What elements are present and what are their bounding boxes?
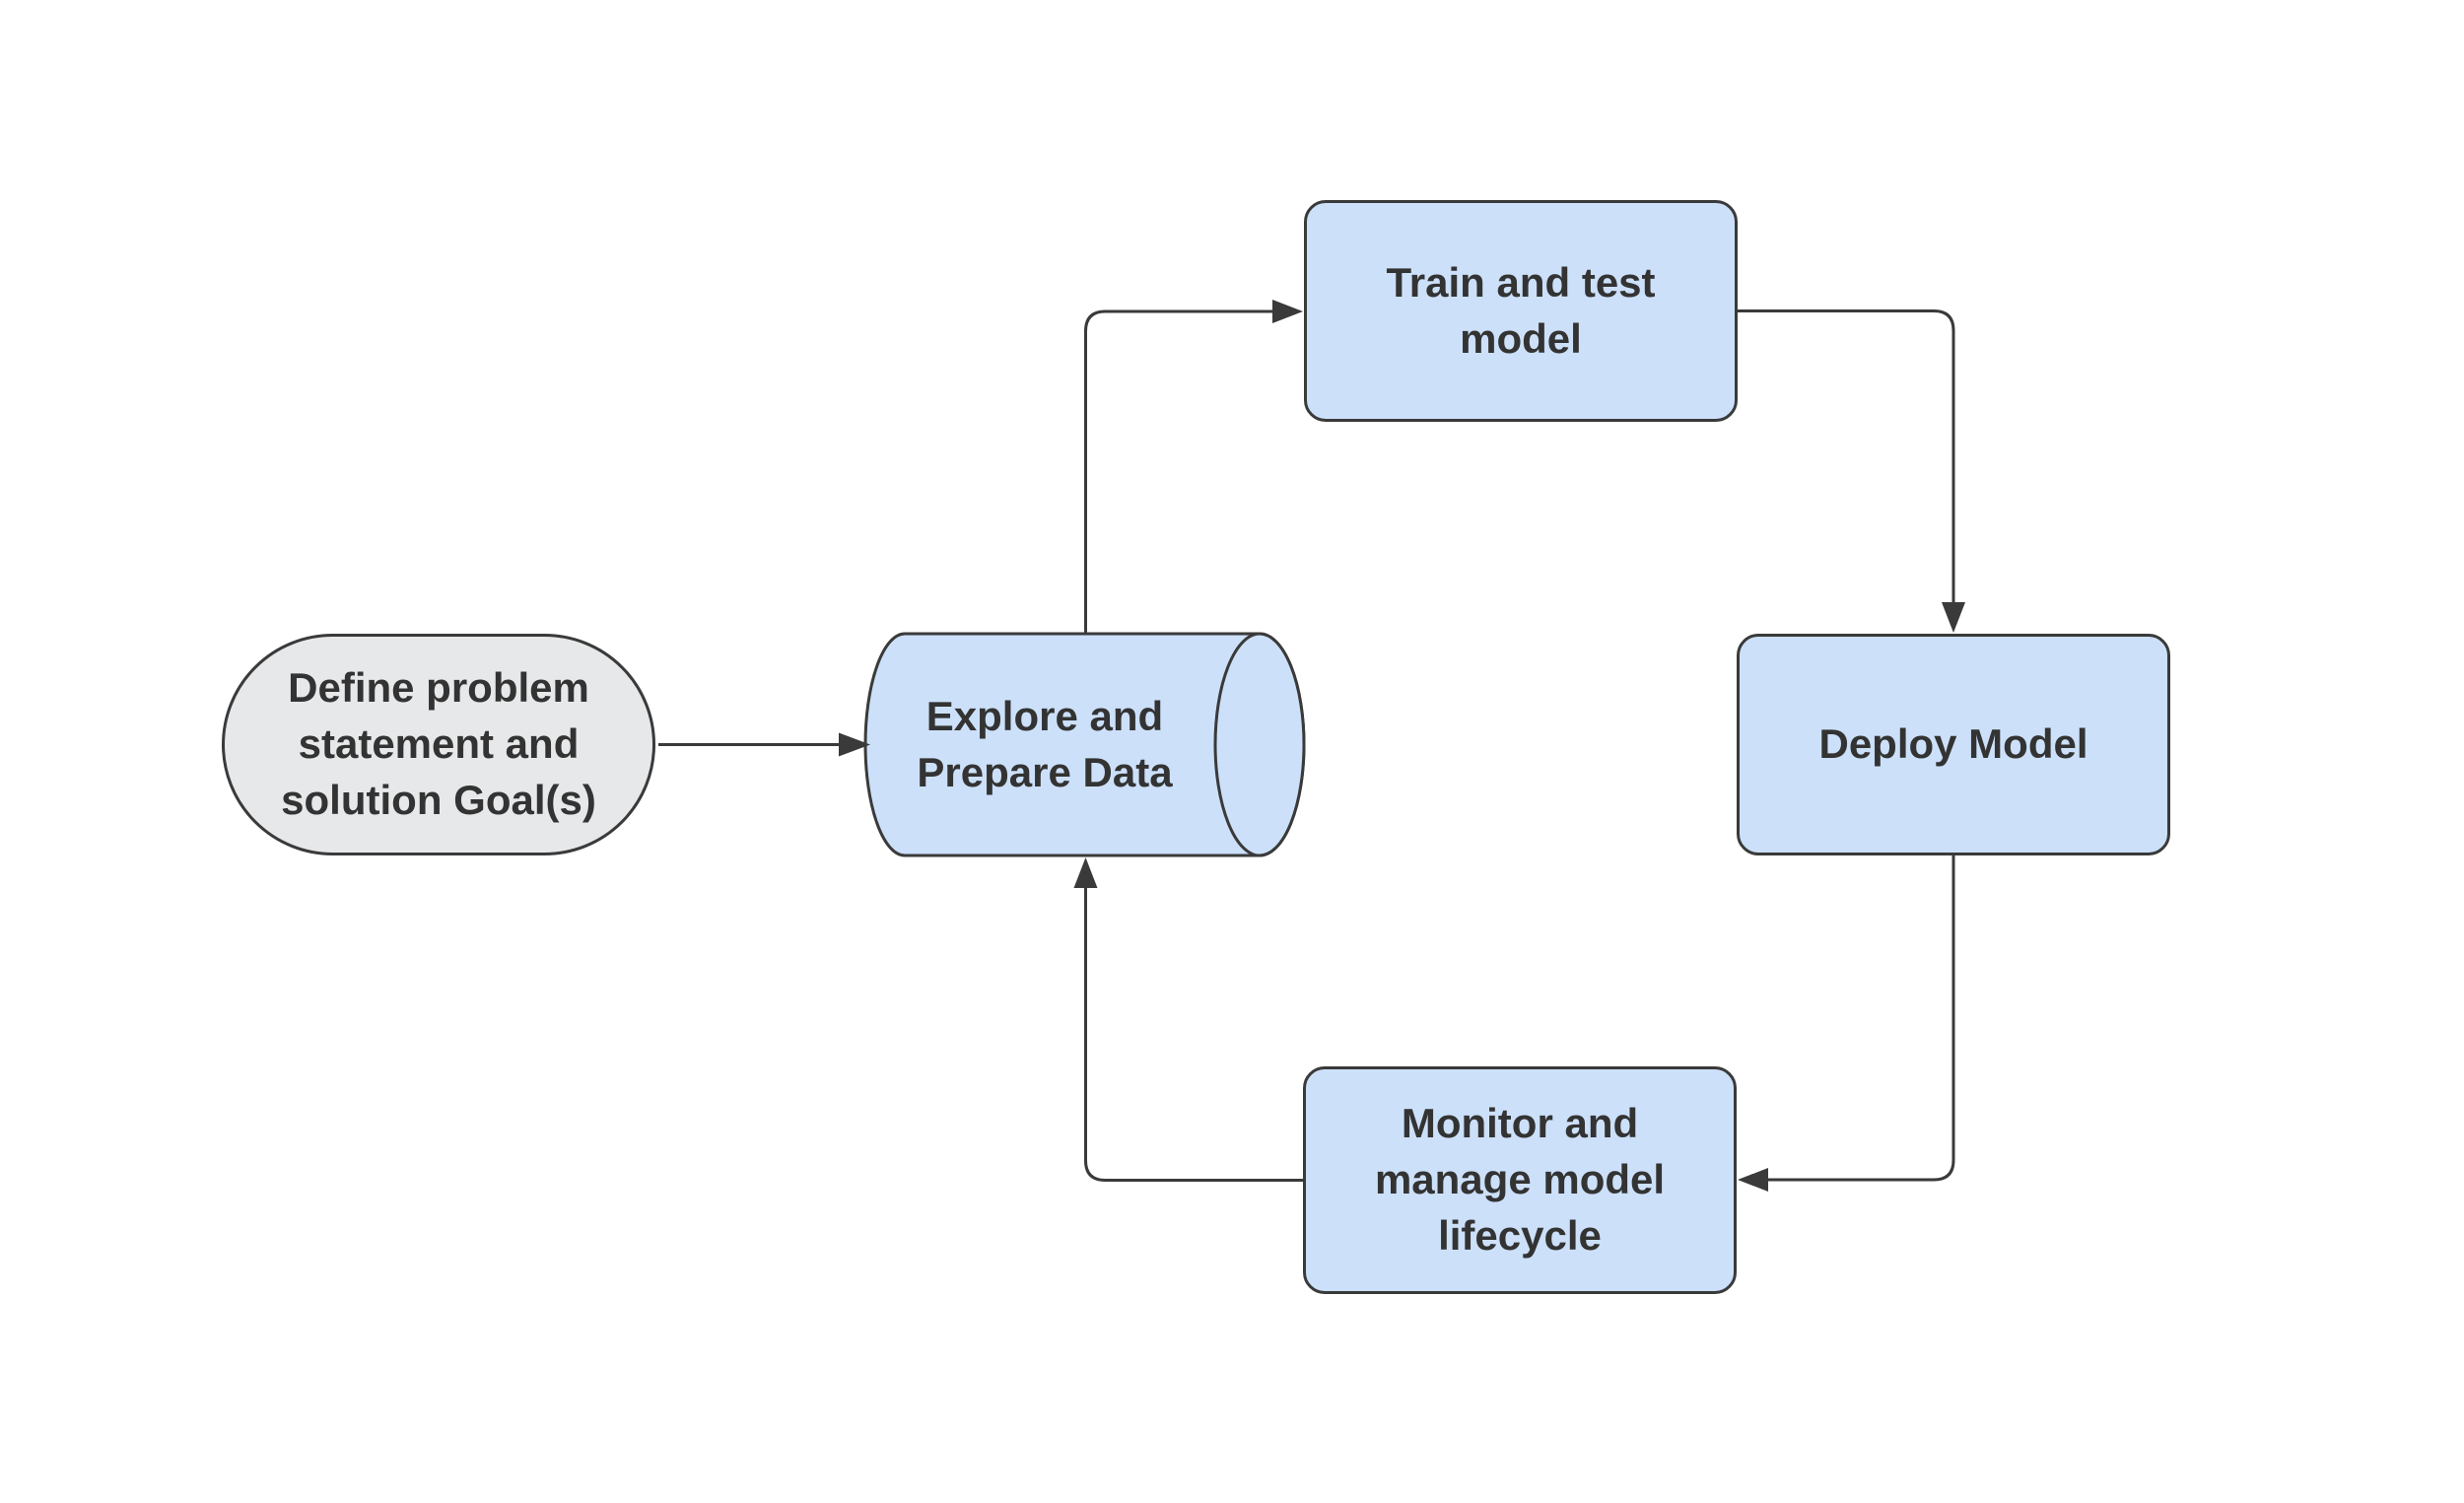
node-explore-data-label: Explore and Prepare Data: [917, 692, 1173, 795]
edge-deploy-to-monitor: [1767, 855, 1955, 1182]
node-define-problem: Define problem statement and solution Go…: [222, 634, 655, 855]
node-define-problem-label: Define problem statement and solution Go…: [281, 664, 596, 823]
edge-deploy-to-monitor-arrowhead: [1738, 1168, 1768, 1192]
node-train-test-model-label: Train and test model: [1386, 258, 1656, 362]
edge-train-to-deploy-arrowhead: [1942, 602, 1965, 633]
node-monitor-lifecycle: Monitor and manage model lifecycle: [1303, 1066, 1737, 1294]
edge-train-to-deploy: [1738, 309, 1955, 604]
node-deploy-model-label: Deploy Model: [1818, 720, 2088, 768]
cylinder-end-cap: [1213, 632, 1306, 857]
edge-explore-to-train: [1084, 309, 1274, 634]
node-train-test-model: Train and test model: [1304, 200, 1738, 422]
node-deploy-model: Deploy Model: [1737, 634, 2170, 855]
edge-explore-to-train-arrowhead: [1272, 300, 1303, 323]
edge-define-to-explore-arrowhead: [839, 732, 870, 757]
node-explore-data: Explore and Prepare Data: [867, 634, 1222, 855]
edge-monitor-to-explore: [1084, 887, 1303, 1182]
node-monitor-lifecycle-label: Monitor and manage model lifecycle: [1374, 1100, 1666, 1259]
edge-monitor-to-explore-arrowhead: [1073, 857, 1098, 888]
